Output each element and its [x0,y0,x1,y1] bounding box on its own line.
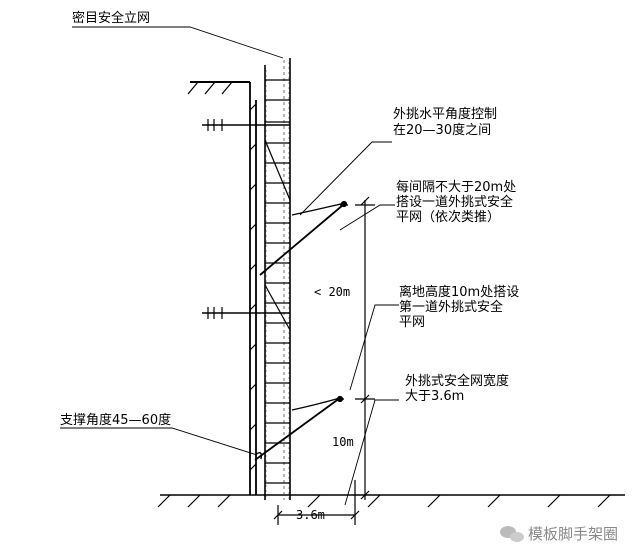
upper-outrigger-net [259,200,348,276]
watermark-text: 模板脚手架圈 [528,525,618,543]
label-first-line2: 第一道外挑式安全 [399,299,503,315]
label-vertical-net: 密目安全立网 [72,10,150,26]
dim-first-height: 10m [332,435,354,449]
lower-outrigger-net [254,395,344,461]
label-angle-line2: 在20—30度之间 [393,122,491,138]
label-width-line2: 大于3.6m [405,389,464,404]
ground [157,494,625,508]
dim-spacing: < 20m [314,285,350,299]
label-interval-line1: 每间隔不大于20m处 [396,179,516,195]
label-interval-line2: 搭设一道外挑式安全 [396,194,513,210]
scaffold [202,58,291,500]
label-interval-line3: 平网（依次类推） [396,209,500,225]
label-angle-line1: 外挑水平角度控制 [393,106,497,122]
label-first-line1: 离地高度10m处搭设 [399,284,519,300]
dim-width: 3.6m [296,508,325,522]
label-width-line1: 外挑式安全网宽度 [405,373,509,389]
leader-lines [60,26,399,506]
label-first-line3: 平网 [399,315,425,330]
building-wall [187,81,257,495]
label-support-angle: 支撑角度45—60度 [60,412,171,428]
wechat-icon [500,526,524,542]
dimension-lines [273,196,375,525]
watermark: 模板脚手架圈 [500,525,618,543]
